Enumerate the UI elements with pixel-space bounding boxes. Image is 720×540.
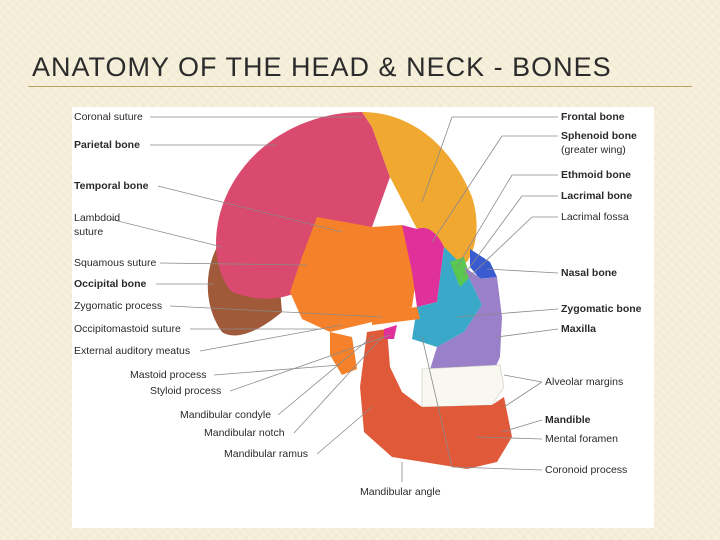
- mandible-shape: [360, 329, 512, 469]
- maxilla-shape: [427, 267, 502, 379]
- label-parietal-bone: Parietal bone: [74, 139, 140, 151]
- label-nasal-bone: Nasal bone: [561, 267, 617, 279]
- parietal-bone-shape: [216, 112, 390, 299]
- lacrimal-bone-shape: [450, 257, 470, 287]
- label-temporal-bone: Temporal bone: [74, 180, 149, 192]
- label-ethmoid-bone: Ethmoid bone: [561, 169, 631, 181]
- teeth-shape: [421, 364, 505, 408]
- label-occipitomastoid-suture: Occipitomastoid suture: [74, 323, 181, 335]
- label-mental-foramen: Mental foramen: [545, 433, 618, 445]
- sphenoid-bone-shape: [402, 225, 444, 307]
- label-mandibular-notch: Mandibular notch: [204, 427, 285, 439]
- label-lacrimal-bone: Lacrimal bone: [561, 190, 632, 202]
- label-styloid-process: Styloid process: [150, 385, 221, 397]
- label-coronal-suture: Coronal suture: [74, 111, 143, 123]
- label-mandibular-angle: Mandibular angle: [360, 486, 441, 498]
- right-labels: Frontal bone Sphenoid bone (greater wing…: [545, 111, 642, 476]
- left-labels: Coronal suture Parietal bone Temporal bo…: [74, 111, 441, 498]
- label-lacrimal-fossa: Lacrimal fossa: [561, 211, 629, 223]
- label-sphenoid-sub: (greater wing): [561, 144, 626, 156]
- label-occipital-bone: Occipital bone: [74, 278, 147, 290]
- temporal-bone-shape: [290, 217, 417, 332]
- label-lambdoid-2: suture: [74, 226, 103, 238]
- label-squamous-suture: Squamous suture: [74, 257, 156, 269]
- leader-lines: [109, 116, 559, 482]
- label-mandibular-condyle: Mandibular condyle: [180, 409, 271, 421]
- label-coronoid-process: Coronoid process: [545, 464, 627, 476]
- mastoid-process-shape: [330, 332, 357, 375]
- label-alveolar-margins: Alveolar margins: [545, 376, 623, 388]
- label-sphenoid-bone: Sphenoid bone: [561, 130, 637, 142]
- frontal-bone-shape: [362, 112, 477, 262]
- label-mandible: Mandible: [545, 414, 591, 426]
- label-lambdoid-1: Lambdoid: [74, 212, 120, 224]
- label-zygomatic-bone: Zygomatic bone: [561, 303, 642, 315]
- label-maxilla: Maxilla: [561, 323, 596, 335]
- slide-title: ANATOMY OF THE HEAD & NECK - BONES: [32, 52, 612, 82]
- label-mandibular-ramus: Mandibular ramus: [224, 448, 308, 460]
- skull-diagram: Coronal suture Parietal bone Temporal bo…: [72, 107, 654, 528]
- skull-illustration: [207, 112, 512, 469]
- label-zygomatic-process: Zygomatic process: [74, 300, 162, 312]
- label-mastoid-process: Mastoid process: [130, 369, 206, 381]
- styloid-process-shape: [384, 325, 397, 339]
- nasal-bone-shape: [470, 249, 497, 279]
- label-frontal-bone: Frontal bone: [561, 111, 625, 123]
- label-external-auditory-meatus: External auditory meatus: [74, 345, 190, 357]
- zygomatic-process-shape: [372, 307, 420, 325]
- title-divider: [28, 86, 692, 87]
